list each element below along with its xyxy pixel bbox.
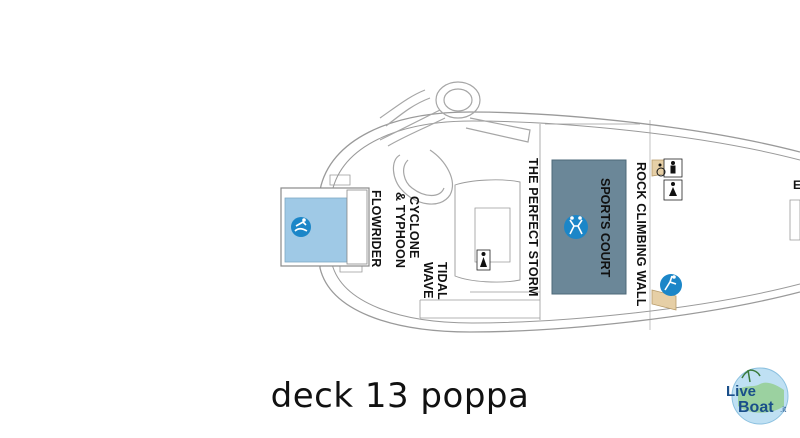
flowrider-label: FLOWRIDER	[369, 190, 383, 267]
restroom-icons	[656, 158, 683, 201]
logo-suffix: .it	[780, 405, 787, 414]
wave-label: WAVE	[421, 262, 435, 299]
restroom-icon	[669, 182, 677, 196]
cyclone-label: CYCLONE	[407, 196, 421, 259]
sports-court-area: SPORTS COURT	[551, 159, 627, 295]
sports-court-label: SPORTS COURT	[598, 178, 612, 278]
the-perfect-storm-label: THE PERFECT STORM	[526, 158, 540, 297]
liveboat-logo: Live Boat .it	[726, 367, 789, 425]
typhoon-label: & TYPHOON	[393, 192, 407, 268]
logo-line2: Boat	[738, 399, 774, 416]
restroom-icon	[476, 249, 491, 271]
restroom-icon	[670, 161, 676, 174]
rock-climbing-wall-label: ROCK CLIMBING WALL	[634, 162, 648, 307]
edge-area-letter: E	[793, 178, 800, 192]
sports-icon	[564, 215, 588, 239]
waterslides	[379, 81, 531, 205]
flowrider-area	[280, 187, 370, 267]
tidal-label: TIDAL	[435, 262, 449, 300]
climbing-icon	[660, 274, 682, 296]
wheelchair-icon	[656, 163, 666, 177]
logo-line1: Live	[726, 383, 756, 400]
deck-caption: deck 13 poppa	[270, 376, 530, 416]
swimmer-icon	[291, 217, 311, 237]
